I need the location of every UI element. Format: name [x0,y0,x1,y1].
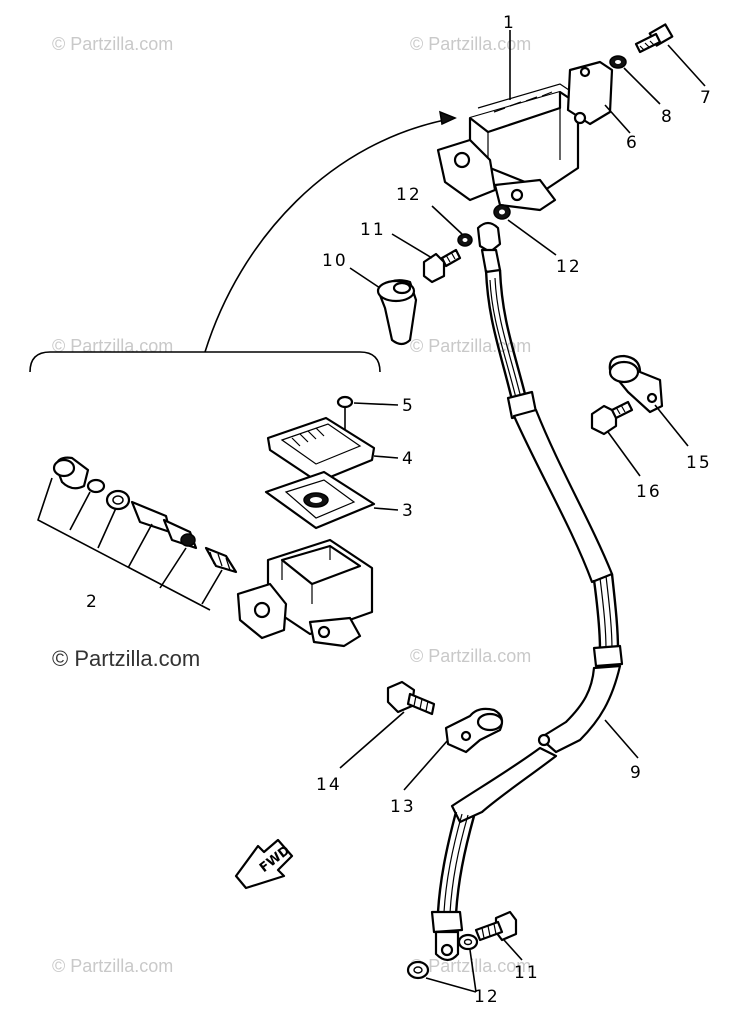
union-bolt-11 [422,248,462,284]
master-cylinder-assembly [436,83,580,212]
callout-15: 15 [686,453,712,473]
callout-8: 8 [661,107,674,127]
watermark: © Partzilla.com [410,956,531,976]
callout-line-12c [425,949,477,993]
bolt-7 [634,23,674,54]
callout-9: 9 [630,763,643,783]
callout-line-9 [604,719,639,759]
brake-hose-9 [430,221,624,962]
callout-line-6 [604,104,631,134]
washer-12-right [493,204,511,220]
washer-12-top [457,233,473,247]
callout-line-7 [667,44,706,87]
callout-5: 5 [402,396,415,416]
bolt-16 [590,400,634,436]
callout-12b: 12 [556,257,582,277]
watermarks: © Partzilla.com © Partzilla.com © Partzi… [52,34,531,976]
callout-10: 10 [322,251,348,271]
callout-4: 4 [402,449,415,469]
master-cylinder-body [236,538,374,648]
watermark: © Partzilla.com [52,956,173,976]
callout-12a: 12 [396,185,422,205]
hose-clamp-13 [444,707,504,754]
callout-line-5 [353,402,399,406]
exploded-view-bracket [29,351,381,373]
watermark-large: © Partzilla.com [52,646,200,671]
fwd-arrow: FWD [234,838,293,890]
callout-7: 7 [700,88,713,108]
piston-kit-2 [37,456,238,611]
callout-line-12b [507,219,557,256]
callout-line-11a [391,233,433,259]
callout-11a: 11 [360,220,386,240]
brake-boot-10 [376,279,418,346]
watermark: © Partzilla.com [52,34,173,54]
bolt-14 [386,680,436,716]
callout-line-14 [339,711,405,769]
callout-line-12a [431,205,463,235]
washers-12-bottom [406,933,479,980]
union-bolt-11-bottom [474,910,518,942]
callout-line-15 [654,404,689,447]
watermark: © Partzilla.com [52,336,173,356]
hose-clamp-15 [608,354,664,414]
watermark: © Partzilla.com [410,34,531,54]
assembly-arrow [204,110,457,353]
callout-6: 6 [626,133,639,153]
reservoir-cap-4 [266,416,376,484]
callout-14: 14 [316,775,342,795]
callout-line-10 [349,267,381,289]
callout-13: 13 [390,797,416,817]
callout-16: 16 [636,482,662,502]
washer-8 [609,55,627,69]
callout-line-16 [607,431,641,477]
callout-12c: 12 [474,987,500,1007]
callout-line-11b [503,939,523,961]
diaphragm-3 [264,470,376,530]
watermark: © Partzilla.com [410,646,531,666]
callout-line-4 [373,455,399,459]
callout-line-8 [623,67,661,105]
callout-line-3 [373,507,399,511]
mirror-bracket [566,60,614,126]
callout-line-13 [403,739,449,791]
callout-1: 1 [503,13,516,33]
callout-11b: 11 [514,963,540,983]
callout-2: 2 [86,592,99,612]
callout-3: 3 [402,501,415,521]
